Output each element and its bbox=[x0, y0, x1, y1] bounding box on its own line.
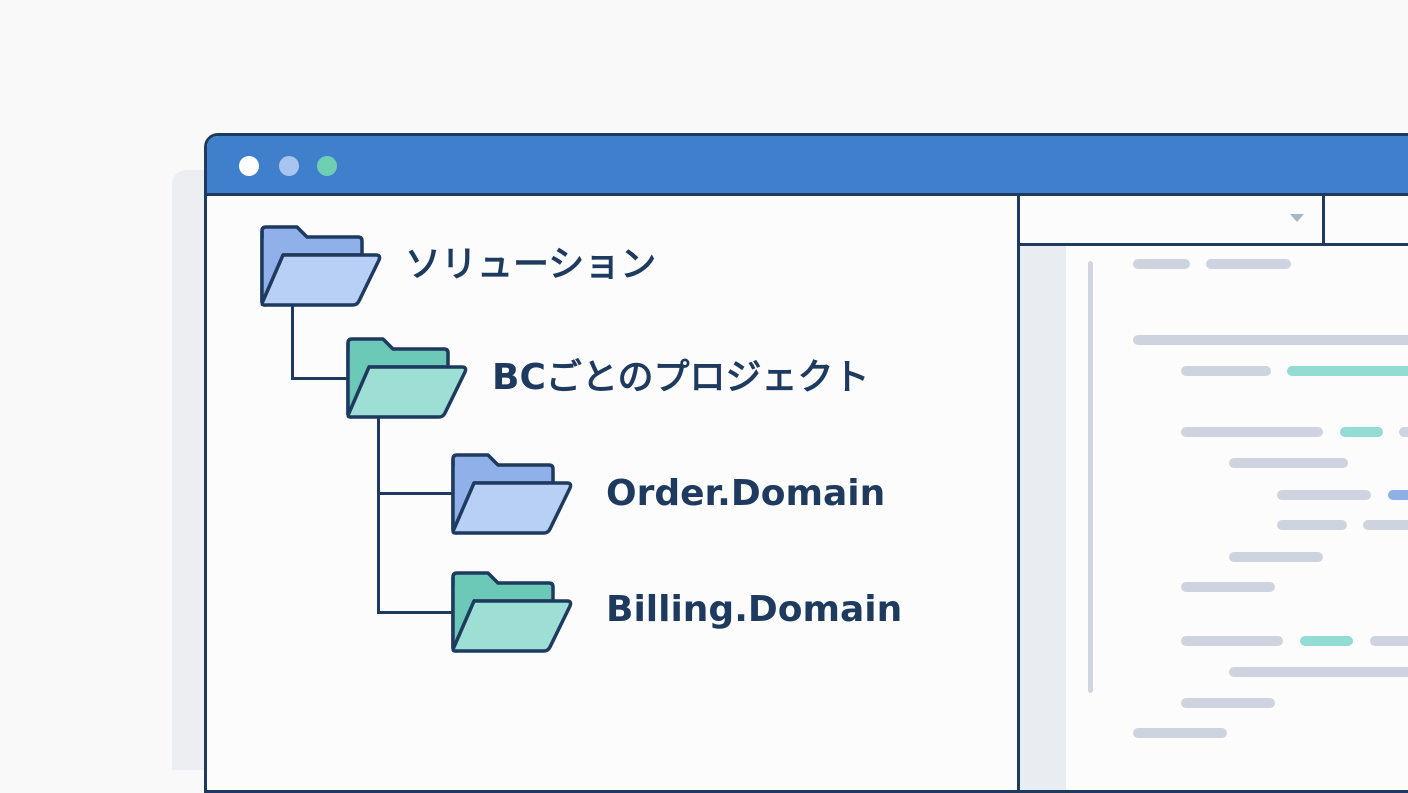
code-line-placeholder bbox=[1300, 636, 1353, 646]
code-line-placeholder bbox=[1133, 259, 1190, 269]
code-line-placeholder bbox=[1133, 335, 1408, 345]
code-line-placeholder bbox=[1181, 427, 1323, 437]
code-line-placeholder bbox=[1229, 667, 1408, 677]
code-line-placeholder bbox=[1277, 520, 1347, 530]
code-line-placeholder bbox=[1277, 490, 1371, 500]
maximize-button[interactable] bbox=[317, 156, 337, 176]
code-line-placeholder bbox=[1206, 259, 1291, 269]
editor-toolbar bbox=[1020, 196, 1408, 246]
minimize-button[interactable] bbox=[279, 156, 299, 176]
code-area[interactable] bbox=[207, 136, 1408, 790]
folder-open-icon bbox=[260, 225, 382, 307]
tree-line bbox=[377, 492, 453, 495]
code-line-placeholder bbox=[1363, 520, 1408, 530]
tree-item-label: Order.Domain bbox=[606, 473, 886, 514]
folder-open-icon bbox=[346, 337, 468, 419]
tree-line bbox=[377, 416, 380, 614]
code-line-placeholder bbox=[1229, 552, 1323, 562]
code-line-placeholder bbox=[1340, 427, 1383, 437]
code-line-placeholder bbox=[1229, 458, 1348, 468]
code-line-placeholder bbox=[1388, 490, 1408, 500]
tree-item-label: BCごとのプロジェクト bbox=[492, 357, 870, 398]
tree-item-label: ソリューション bbox=[405, 244, 657, 285]
code-line-placeholder bbox=[1370, 636, 1408, 646]
close-button[interactable] bbox=[239, 156, 259, 176]
toolbar-divider bbox=[1322, 196, 1325, 243]
tree-line bbox=[291, 303, 294, 380]
code-line-placeholder bbox=[1399, 427, 1408, 437]
code-line-placeholder bbox=[1181, 698, 1275, 708]
editor-gutter bbox=[1020, 246, 1066, 790]
code-line-placeholder bbox=[1181, 582, 1275, 592]
file-dropdown[interactable] bbox=[1020, 196, 1322, 243]
code-line-placeholder bbox=[1181, 366, 1271, 376]
tree-item-label: Billing.Domain bbox=[606, 589, 903, 630]
folder-open-icon bbox=[451, 453, 573, 535]
folder-open-icon bbox=[451, 571, 573, 653]
tree-line bbox=[377, 611, 453, 614]
code-line-placeholder bbox=[1181, 636, 1283, 646]
code-line-placeholder bbox=[1133, 728, 1227, 738]
tree-line bbox=[291, 377, 349, 380]
ide-window bbox=[204, 133, 1408, 793]
caret-down-icon bbox=[1290, 214, 1304, 222]
code-line-placeholder bbox=[1287, 366, 1408, 376]
title-bar bbox=[207, 136, 1408, 196]
pane-divider[interactable] bbox=[1017, 196, 1020, 790]
indent-guide bbox=[1088, 261, 1093, 693]
